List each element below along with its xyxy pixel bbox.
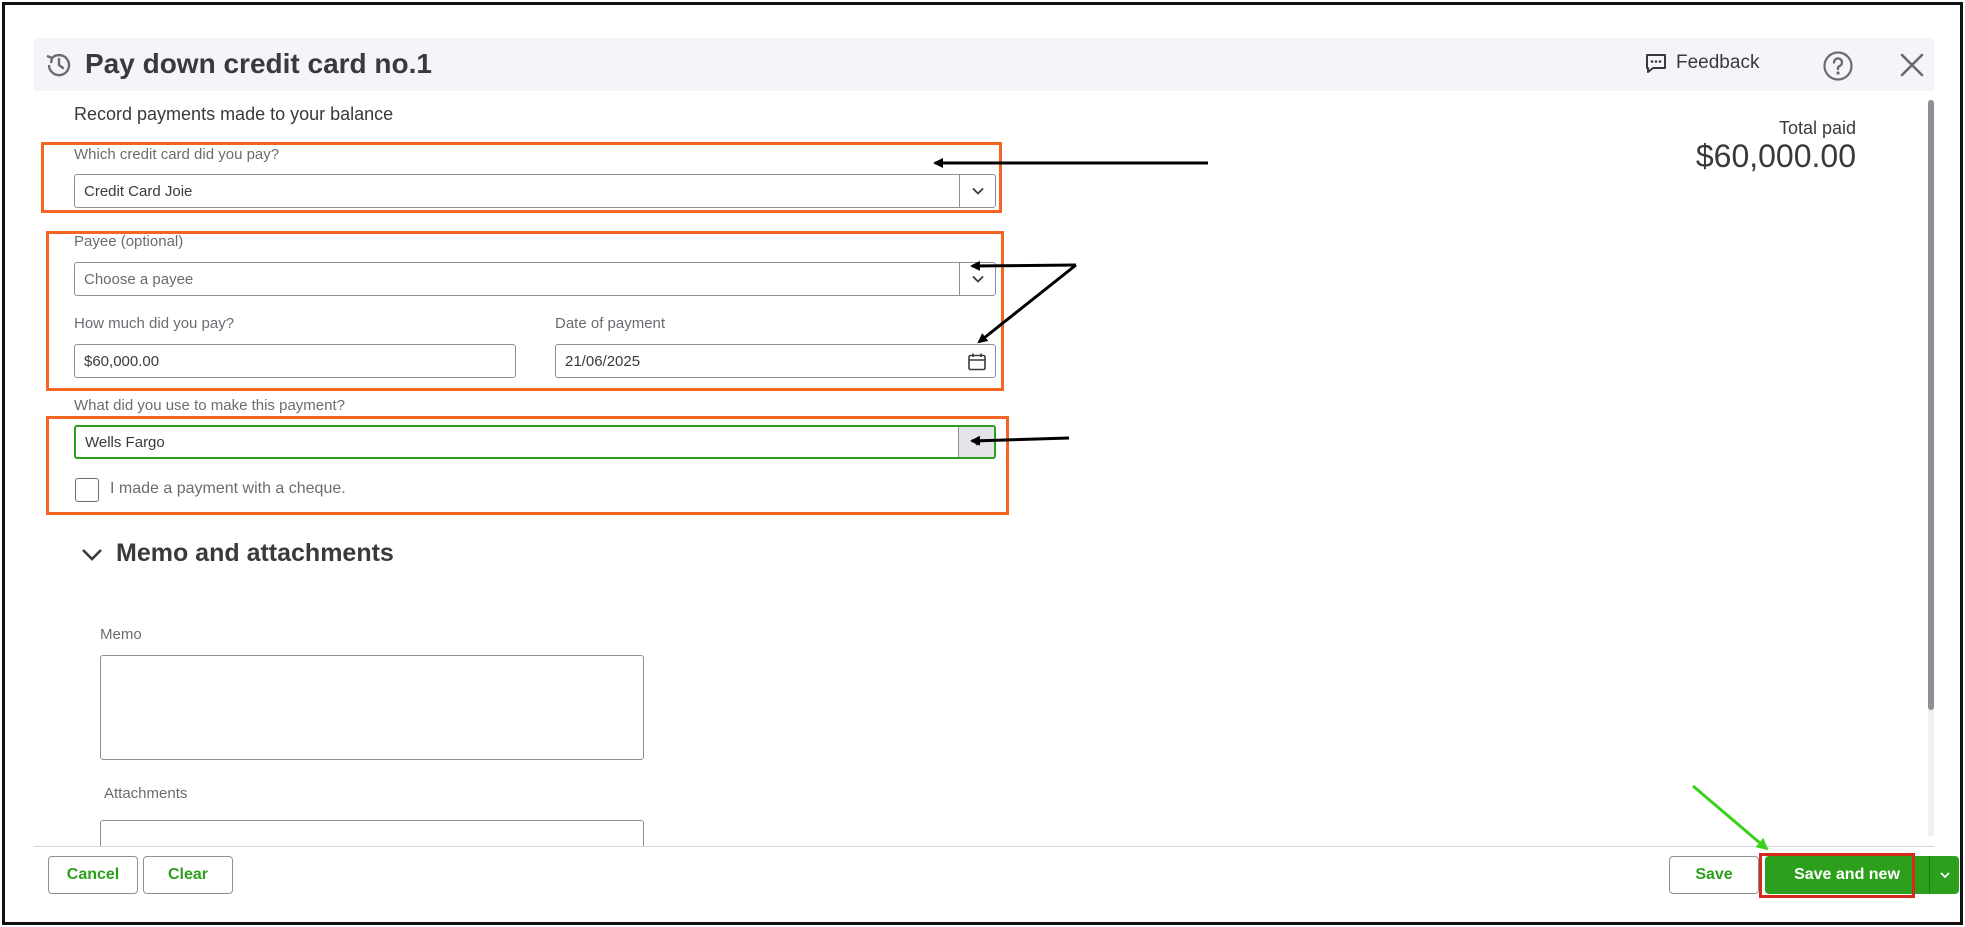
memo-textarea[interactable] xyxy=(100,655,644,760)
payment-account-value: Wells Fargo xyxy=(85,433,165,451)
memo-section-heading: Memo and attachments xyxy=(116,539,394,567)
payee-select[interactable]: Choose a payee xyxy=(74,262,996,296)
date-value: 21/06/2025 xyxy=(565,352,641,370)
chevron-down-icon xyxy=(1939,872,1950,879)
clear-button[interactable]: Clear xyxy=(143,856,233,894)
payment-account-select[interactable]: Wells Fargo xyxy=(74,425,996,459)
credit-card-value: Credit Card Joie xyxy=(84,182,193,200)
cancel-button[interactable]: Cancel xyxy=(48,856,138,894)
amount-input[interactable]: $60,000.00 xyxy=(74,344,516,378)
chat-bubble-icon xyxy=(1646,54,1666,73)
payee-placeholder: Choose a payee xyxy=(84,270,194,288)
close-icon[interactable] xyxy=(1898,51,1926,79)
total-paid-value: $60,000.00 xyxy=(1695,138,1856,174)
chevron-down-icon xyxy=(971,187,984,195)
credit-card-select[interactable]: Credit Card Joie xyxy=(74,174,996,208)
scrollbar-thumb[interactable] xyxy=(1928,100,1934,710)
chevron-down-icon xyxy=(82,548,102,561)
memo-section-toggle[interactable]: Memo and attachments xyxy=(80,539,394,568)
payment-account-dropdown-button[interactable] xyxy=(958,427,994,457)
calendar-icon xyxy=(968,353,986,371)
page-title: Pay down credit card no.1 xyxy=(85,48,432,79)
total-paid-label: Total paid xyxy=(1778,118,1856,138)
chevron-down-icon xyxy=(971,275,984,283)
payment-account-label: What did you use to make this payment? xyxy=(74,397,345,414)
feedback-button[interactable]: Feedback xyxy=(1644,51,1759,75)
save-options-dropdown-button[interactable] xyxy=(1929,856,1959,894)
footer-bar xyxy=(34,847,1934,919)
dialog-header: Pay down credit card no.1 Feedback xyxy=(34,38,1934,91)
amount-label: How much did you pay? xyxy=(74,315,235,332)
credit-card-label: Which credit card did you pay? xyxy=(74,146,280,163)
help-icon[interactable] xyxy=(1822,50,1854,82)
credit-card-dropdown-button[interactable] xyxy=(959,175,995,207)
date-input[interactable]: 21/06/2025 xyxy=(555,344,996,378)
memo-label: Memo xyxy=(100,626,142,643)
attachments-dropzone[interactable] xyxy=(100,820,644,848)
chevron-down-icon xyxy=(970,438,983,446)
payee-label: Payee (optional) xyxy=(74,233,184,250)
footer-divider xyxy=(34,846,1934,847)
calendar-button[interactable] xyxy=(967,352,987,376)
cheque-checkbox[interactable] xyxy=(75,478,99,502)
payee-dropdown-button[interactable] xyxy=(959,263,995,295)
history-icon xyxy=(46,53,71,77)
save-button[interactable]: Save xyxy=(1669,856,1759,894)
amount-value: $60,000.00 xyxy=(84,352,160,370)
attachments-label: Attachments xyxy=(104,785,188,802)
cheque-checkbox-label: I made a payment with a cheque. xyxy=(110,480,346,497)
feedback-label: Feedback xyxy=(1676,52,1760,73)
date-label: Date of payment xyxy=(555,315,666,332)
form-subtitle: Record payments made to your balance xyxy=(74,104,394,124)
scrollbar[interactable] xyxy=(1928,100,1934,836)
save-and-new-button[interactable]: Save and new xyxy=(1765,856,1929,894)
